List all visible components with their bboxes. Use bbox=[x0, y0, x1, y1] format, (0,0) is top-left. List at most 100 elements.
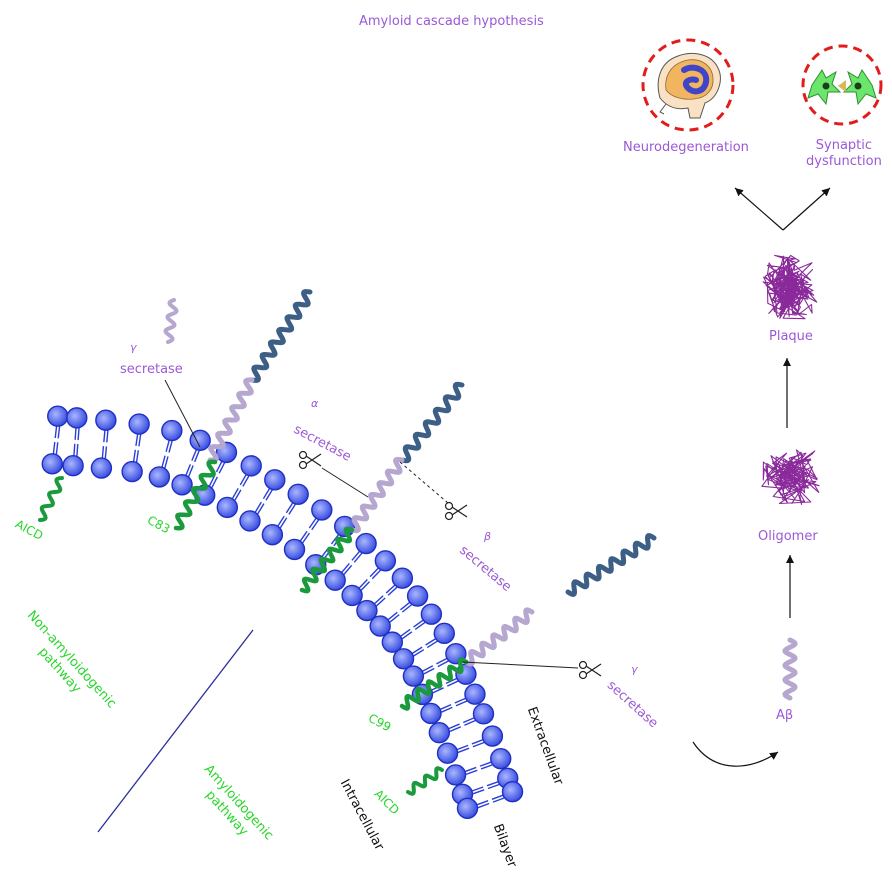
lipid-tail bbox=[449, 726, 462, 733]
lipid-head bbox=[420, 702, 442, 725]
lipid-tail bbox=[389, 614, 400, 623]
lipid-tail bbox=[486, 781, 499, 787]
lipid-tail bbox=[187, 465, 194, 477]
lipid-tail bbox=[477, 802, 490, 809]
lipid-tail bbox=[135, 450, 140, 463]
lipid-head bbox=[240, 455, 262, 477]
lipid-tail bbox=[194, 450, 200, 463]
lipid-tail bbox=[215, 460, 223, 473]
lipid-head bbox=[355, 532, 377, 555]
lipid-tail bbox=[465, 769, 478, 776]
lipid-tail bbox=[400, 628, 411, 637]
lipid-tail bbox=[208, 475, 216, 487]
lipid-tail bbox=[441, 706, 453, 713]
lipid-tail bbox=[480, 764, 493, 770]
lipid-head bbox=[41, 453, 63, 475]
lipid-head bbox=[311, 499, 333, 521]
gamma-secretase-pointer bbox=[164, 379, 201, 448]
lipid-head bbox=[189, 429, 211, 451]
lipid-tail bbox=[471, 739, 484, 745]
aggregate-strand bbox=[761, 449, 820, 506]
lipid-tail bbox=[423, 667, 435, 675]
lipid-tail bbox=[168, 440, 173, 453]
oligomer-icon bbox=[761, 449, 820, 506]
lipid-tail bbox=[341, 562, 350, 574]
scissors-icon bbox=[298, 450, 322, 470]
lipid-tail bbox=[299, 530, 308, 542]
lipid-tail bbox=[257, 503, 265, 515]
lipid-tail bbox=[132, 449, 137, 462]
lipid-tail bbox=[471, 786, 484, 792]
gamma-secretase-symbol: γ bbox=[130, 341, 137, 354]
lipid-tail bbox=[138, 434, 142, 447]
lipid-tail bbox=[439, 704, 452, 711]
lipid-tail bbox=[106, 430, 109, 443]
app-transmembrane-c-terminus bbox=[299, 526, 355, 594]
lipid-head bbox=[436, 742, 459, 764]
lipid-tail bbox=[73, 443, 76, 456]
abeta-release-arrow bbox=[692, 741, 779, 767]
abeta-peptide-icon bbox=[782, 637, 798, 701]
lipid-tail bbox=[262, 488, 271, 500]
lipid-head bbox=[456, 797, 479, 820]
lipid-head bbox=[356, 599, 378, 622]
brain-icon bbox=[641, 38, 735, 132]
lipid-tail bbox=[285, 502, 294, 514]
lipid-tail bbox=[426, 640, 438, 649]
lipid-head bbox=[433, 622, 455, 645]
lipid-tail bbox=[330, 534, 340, 545]
lipid-tail bbox=[425, 638, 437, 646]
lipid-tail bbox=[277, 515, 285, 527]
lipid-tail bbox=[414, 621, 426, 631]
plaque-to-synaptic-arrow bbox=[782, 187, 831, 231]
lipid-tail bbox=[472, 789, 485, 795]
lipid-head bbox=[464, 683, 486, 705]
lipid-tail bbox=[360, 581, 371, 591]
lipid-tail bbox=[373, 595, 384, 605]
lipid-tail bbox=[411, 646, 423, 655]
lipid-tail bbox=[385, 584, 396, 594]
lipid-tail bbox=[211, 476, 218, 488]
lipid-tail bbox=[462, 717, 475, 724]
lipid-tail bbox=[185, 464, 192, 476]
lipid-head bbox=[472, 703, 495, 725]
lipid-tail bbox=[234, 489, 242, 501]
lipid-head bbox=[95, 409, 117, 431]
lipid-head bbox=[287, 483, 309, 505]
lipid-tail bbox=[55, 442, 59, 455]
lipid-tail bbox=[358, 579, 368, 589]
lipid-head bbox=[128, 413, 150, 435]
lipid-head bbox=[283, 538, 306, 561]
lipid-tail bbox=[164, 456, 169, 469]
p3-fragment bbox=[207, 377, 255, 463]
lipid-tail bbox=[76, 443, 79, 457]
lipid-tail bbox=[101, 446, 105, 459]
lipid-head bbox=[341, 584, 363, 607]
c99-transmembrane bbox=[399, 657, 469, 711]
lipid-head bbox=[261, 524, 284, 546]
lipid-head bbox=[444, 764, 467, 786]
lipid-tail bbox=[436, 657, 448, 665]
lipid-head bbox=[47, 405, 69, 427]
lipid-head bbox=[216, 496, 238, 519]
neurodegeneration-label: Neurodegeneration bbox=[623, 140, 749, 155]
lipid-tail bbox=[432, 687, 444, 694]
lipid-tail bbox=[455, 700, 468, 707]
diagram-title: Amyloid cascade hypothesis bbox=[359, 14, 544, 29]
aggregate-strand bbox=[762, 254, 818, 320]
lipid-tail bbox=[472, 741, 485, 748]
aicd-fragment-left bbox=[38, 476, 64, 522]
lipid-head bbox=[428, 721, 451, 744]
lipid-head bbox=[66, 407, 88, 429]
app-ectodomain-helix bbox=[399, 381, 465, 464]
scissors-icon bbox=[578, 660, 602, 680]
app-abeta-region bbox=[349, 456, 405, 534]
lipid-tail bbox=[464, 719, 476, 726]
lipid-tail bbox=[456, 744, 469, 751]
lipid-head bbox=[420, 603, 443, 625]
lipid-head bbox=[62, 455, 84, 477]
lipid-tail bbox=[353, 552, 363, 563]
lipid-tail bbox=[476, 800, 489, 806]
